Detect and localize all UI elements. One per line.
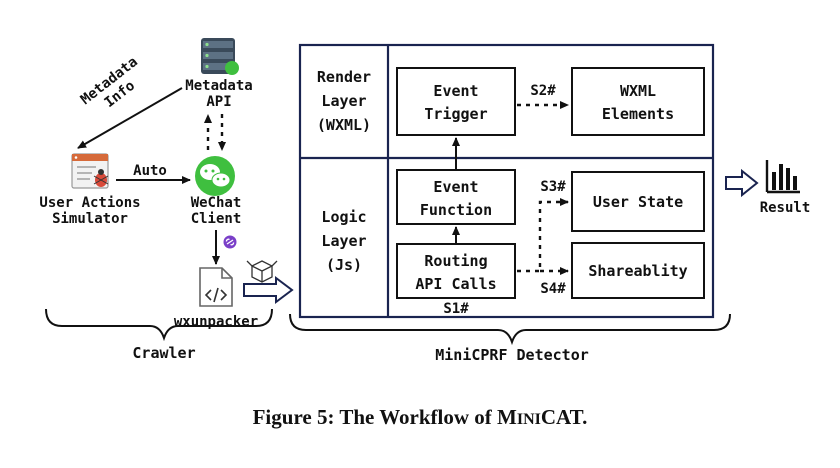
s1-label: S1# bbox=[443, 301, 469, 317]
detector-brace bbox=[289, 313, 731, 346]
detector-label: MiniCPRF Detector bbox=[435, 346, 589, 364]
s3-dashed-arrow bbox=[517, 198, 569, 273]
wechat-label-2: Client bbox=[191, 211, 242, 227]
render-layer-label-2: Layer bbox=[321, 92, 366, 110]
wechat-label-1: WeChat bbox=[191, 195, 242, 211]
detector-frame bbox=[298, 43, 715, 319]
shareability-box bbox=[571, 242, 705, 299]
shareability-label: Shareablity bbox=[588, 262, 687, 280]
logic-layer-label-3: (Js) bbox=[326, 256, 362, 274]
event-trigger-label-1: Event bbox=[433, 82, 478, 100]
wxml-elements-box bbox=[571, 67, 705, 136]
routing-label-1: Routing bbox=[424, 252, 487, 270]
event-function-label-2: Function bbox=[420, 201, 492, 219]
simulator-label-1: User Actions bbox=[39, 195, 140, 211]
event-trigger-box bbox=[396, 67, 516, 136]
event-function-label-1: Event bbox=[433, 178, 478, 196]
database-icon bbox=[201, 38, 239, 75]
bar-chart-icon bbox=[765, 160, 800, 194]
wxml-elements-label-1: WXML bbox=[620, 82, 656, 100]
event-function-box bbox=[396, 169, 516, 225]
render-layer-label-1: Render bbox=[317, 68, 371, 86]
figure-caption: Figure 5: The Workflow of MINICAT. bbox=[253, 405, 588, 429]
s4-label: S4# bbox=[540, 281, 566, 297]
metadata-api-label-1: Metadata bbox=[185, 78, 252, 94]
wxml-elements-label-2: Elements bbox=[602, 105, 674, 123]
s3-label: S3# bbox=[540, 179, 566, 195]
wxunpacker-label: wxunpacker bbox=[174, 314, 258, 330]
user-state-box bbox=[571, 171, 705, 232]
crawler-brace bbox=[45, 308, 273, 342]
auto-label: Auto bbox=[133, 163, 167, 179]
miniprogram-link-icon bbox=[223, 235, 237, 249]
metadata-api-label-2: API bbox=[206, 94, 231, 110]
metadata-info-arrow bbox=[77, 87, 183, 149]
event-trigger-label-2: Trigger bbox=[424, 105, 487, 123]
package-icon bbox=[246, 260, 278, 283]
hollow-arrow-to-result bbox=[725, 168, 759, 198]
code-file-icon bbox=[199, 267, 233, 307]
logic-layer-label-2: Layer bbox=[321, 232, 366, 250]
hollow-arrow-to-detector bbox=[243, 276, 294, 304]
crawler-label: Crawler bbox=[132, 344, 195, 362]
result-label: Result bbox=[760, 200, 811, 216]
simulator-label-2: Simulator bbox=[52, 211, 128, 227]
routing-label-2: API Calls bbox=[415, 275, 496, 293]
s2-label: S2# bbox=[530, 83, 556, 99]
browser-bug-icon bbox=[71, 153, 109, 189]
wechat-icon bbox=[195, 156, 235, 196]
user-state-label: User State bbox=[593, 193, 683, 211]
render-layer-label-3: (WXML) bbox=[317, 116, 371, 134]
logic-layer-label-1: Logic bbox=[321, 208, 366, 226]
